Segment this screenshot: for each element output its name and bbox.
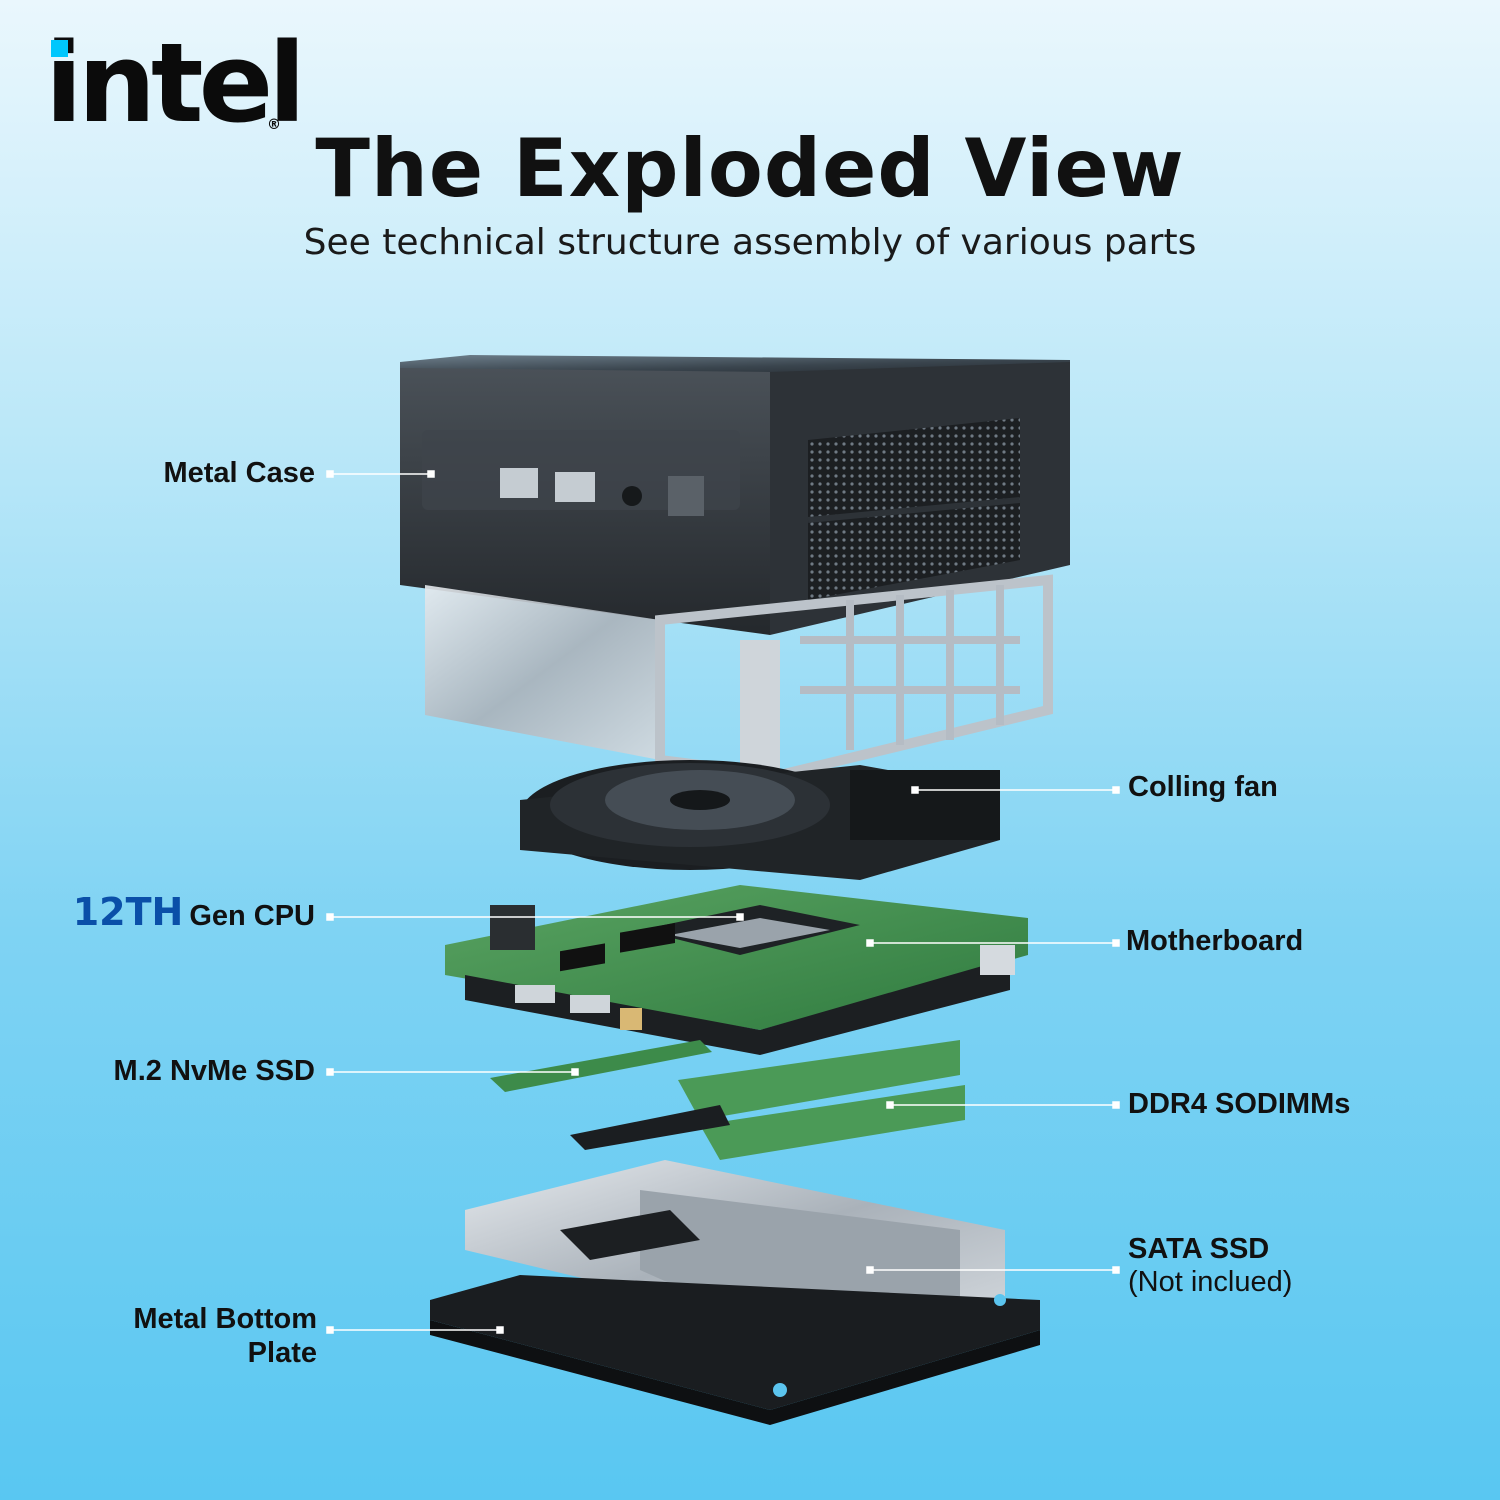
cpu-label-text: Gen CPU <box>189 900 315 932</box>
motherboard-part <box>445 885 1028 1055</box>
cooling-fan-part <box>520 760 1000 880</box>
label-bottom-plate: Metal Bottom Plate <box>133 1302 317 1370</box>
label-cooling-fan: Colling fan <box>1128 771 1278 803</box>
sata-ssd-note: (Not inclued) <box>1128 1266 1293 1298</box>
sata-ssd-title: SATA SSD <box>1128 1233 1270 1265</box>
bottom-plate-line2: Plate <box>247 1337 317 1369</box>
registered-mark: ® <box>267 117 281 133</box>
cpu-generation-highlight: 12TH <box>72 890 184 934</box>
page-title: The Exploded View <box>315 122 1185 215</box>
label-sata-ssd: SATA SSD (Not inclued) <box>1128 1233 1292 1299</box>
label-ddr4-sodimms: DDR4 SODIMMs <box>1128 1088 1351 1120</box>
nvme-ssd-part <box>490 922 712 1092</box>
inner-frame-part <box>425 574 1053 781</box>
bottom-plate-line1: Metal Bottom <box>133 1303 317 1335</box>
label-nvme-ssd: M.2 NvMe SSD <box>113 1055 315 1087</box>
page-subtitle: See technical structure assembly of vari… <box>303 222 1197 263</box>
bottom-plate-part <box>430 1275 1040 1425</box>
metal-case-part <box>400 355 1070 635</box>
logo-dot-accent <box>51 40 68 57</box>
intel-logo: intel ® <box>45 28 306 138</box>
leader-lines <box>326 470 1120 1334</box>
logo-text: intel <box>45 19 306 147</box>
label-metal-case: Metal Case <box>163 457 315 489</box>
label-motherboard: Motherboard <box>1126 925 1304 957</box>
ddr4-sodimm-part <box>570 1040 965 1160</box>
